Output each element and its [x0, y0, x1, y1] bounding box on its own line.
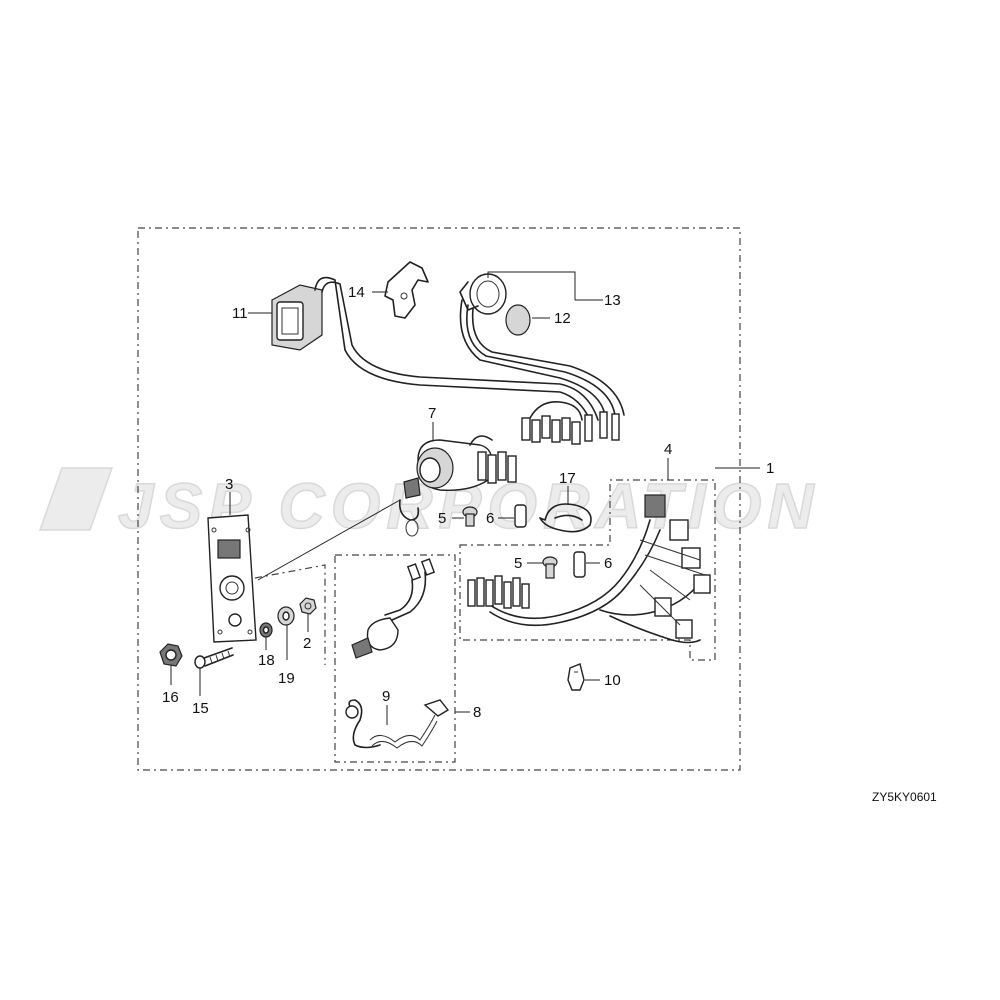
connector-bundle-upper	[521, 401, 620, 445]
cable-clamp	[539, 503, 592, 533]
bolt-lower	[542, 556, 558, 579]
callout-12: 12	[554, 310, 571, 327]
callout-13: 13	[604, 292, 621, 309]
callout-8: 8	[473, 704, 481, 721]
callout-16: 16	[162, 689, 179, 706]
callout-4: 4	[664, 441, 672, 458]
bolt-upper	[462, 506, 478, 527]
harness-frame	[459, 479, 716, 661]
collar-upper	[514, 504, 527, 528]
leader-lines	[170, 271, 760, 725]
callout-19: 19	[278, 670, 295, 687]
callout-18: 18	[258, 652, 275, 669]
main-harness	[467, 494, 711, 644]
harness-clip	[567, 663, 585, 691]
callout-2: 2	[303, 635, 311, 652]
callout-14: 14	[348, 284, 365, 301]
indicator-meter	[271, 276, 599, 421]
callout-5-lower: 5	[514, 555, 522, 572]
switch-panel	[207, 514, 257, 643]
panel-nut	[299, 597, 317, 615]
ignition-switch	[398, 435, 517, 537]
callout-6-upper: 6	[486, 510, 494, 527]
callout-3: 3	[225, 476, 233, 493]
callout-11: 11	[232, 305, 248, 322]
panel-hardware-frame	[254, 564, 326, 665]
emergency-stop-switch	[351, 558, 436, 659]
callout-6-lower: 6	[604, 555, 612, 572]
lanyard-cord	[345, 699, 450, 749]
collar-lower	[573, 551, 586, 578]
lock-nut	[159, 643, 183, 667]
stop-switch-frame	[334, 554, 456, 763]
callout-10: 10	[604, 672, 621, 689]
callout-1: 1	[766, 460, 774, 477]
callout-5-upper: 5	[438, 510, 446, 527]
lamp-cap	[505, 304, 531, 336]
lamp-assembly	[459, 273, 625, 416]
panel-collar	[259, 622, 273, 638]
bracket	[384, 261, 429, 319]
callout-17: 17	[559, 470, 576, 487]
callout-9: 9	[382, 688, 390, 705]
panel-washer	[277, 606, 295, 626]
callout-7: 7	[428, 405, 436, 422]
assembly-frame	[137, 227, 741, 771]
diagram-code: ZY5KY0601	[872, 790, 937, 804]
callout-15: 15	[192, 700, 209, 717]
panel-screw	[194, 647, 234, 669]
